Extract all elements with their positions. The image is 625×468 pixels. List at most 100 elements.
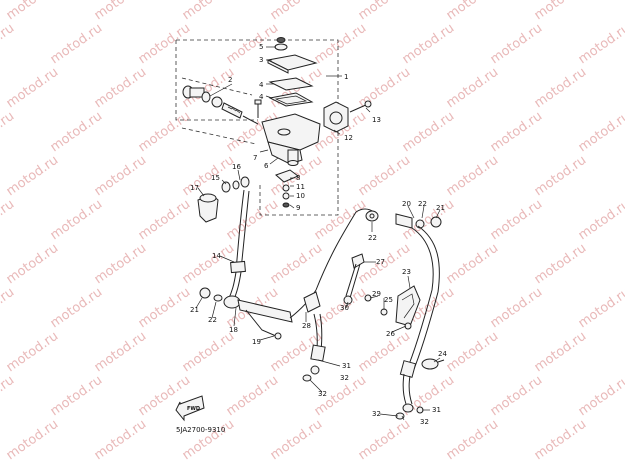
watermark-text: motod.ru	[532, 0, 589, 23]
piston-kit	[182, 85, 259, 125]
callout-11: 11	[296, 183, 305, 191]
master-cylinder-body	[261, 113, 321, 166]
callout-27: 27	[376, 258, 385, 266]
callout-21b: 21	[436, 204, 445, 212]
watermark-text: motod.ru	[356, 417, 413, 463]
callout-15: 15	[211, 174, 220, 182]
watermark-text: motod.ru	[180, 241, 237, 287]
callout-26: 26	[386, 330, 395, 338]
callout-31b: 31	[432, 406, 441, 414]
watermark-text: motod.ru	[4, 241, 61, 287]
leader-lines	[195, 46, 441, 421]
watermark-text: motod.ru	[488, 197, 545, 243]
callout-22c: 22	[418, 200, 427, 208]
watermark-text: motod.ru	[0, 197, 17, 243]
watermark-text: motod.ru	[0, 21, 17, 67]
callout-6: 6	[264, 162, 269, 170]
watermark-text: motod.ru	[488, 109, 545, 155]
watermark-text: motod.ru	[4, 0, 61, 23]
callout-9: 9	[296, 204, 300, 212]
watermark-text: motod.ru	[268, 0, 325, 23]
watermark-text: motod.ru	[224, 197, 281, 243]
callout-14: 14	[212, 252, 221, 260]
callout-20: 20	[402, 200, 411, 208]
watermark-text: motod.ru	[4, 153, 61, 199]
callout-22b: 22	[368, 234, 377, 242]
watermark-text: motod.ru	[268, 241, 325, 287]
watermark-text: motod.ru	[180, 0, 237, 23]
watermark-text: motod.ru	[488, 373, 545, 419]
watermark-text: motod.ru	[488, 21, 545, 67]
callout-17: 17	[190, 184, 199, 192]
callout-21a: 21	[190, 306, 199, 314]
assembly-boundary	[175, 39, 339, 216]
watermark-text: motod.ru	[444, 0, 501, 23]
watermark-text: motod.ru	[356, 0, 413, 23]
watermark-text: motod.ru	[444, 241, 501, 287]
callout-5: 5	[259, 43, 263, 51]
callout-32c: 32	[372, 410, 381, 418]
watermark-text: motod.ru	[532, 329, 589, 375]
callout-30: 30	[340, 304, 349, 312]
watermark-text: motod.ru	[268, 417, 325, 463]
watermark-text: motod.ru	[576, 21, 625, 67]
watermark-text: motod.ru	[444, 65, 501, 111]
watermark-text: motod.ru	[532, 65, 589, 111]
upper-banjo-fitting	[197, 176, 250, 223]
watermark-text: motod.ru	[532, 153, 589, 199]
watermark-text: motod.ru	[48, 285, 105, 331]
watermark-text: motod.ru	[312, 21, 369, 67]
callout-1: 1	[344, 73, 348, 81]
watermark-text: motod.ru	[0, 373, 17, 419]
fwd-label: FWD	[187, 406, 200, 412]
callout-23: 23	[402, 268, 411, 276]
handlebar-clamp	[323, 100, 372, 133]
watermark-text: motod.ru	[48, 109, 105, 155]
callout-32b: 32	[318, 390, 327, 398]
left-junction	[199, 287, 293, 340]
watermark-text: motod.ru	[92, 241, 149, 287]
watermark-text: motod.ru	[0, 285, 17, 331]
diagram-code: 5JA2700-9310	[176, 426, 225, 434]
watermark-text: motod.ru	[444, 329, 501, 375]
callout-4: 4	[259, 81, 264, 89]
callout-4b: 4	[259, 93, 264, 101]
watermark-text: motod.ru	[356, 65, 413, 111]
callout-3: 3	[259, 56, 263, 64]
callout-16: 16	[232, 163, 241, 171]
watermark-text: motod.ru	[444, 153, 501, 199]
watermark-text: motod.ru	[136, 109, 193, 155]
watermark-text: motod.ru	[4, 329, 61, 375]
callout-10: 10	[296, 192, 305, 200]
right-junction	[365, 210, 442, 293]
watermark-text: motod.ru	[48, 21, 105, 67]
watermark-text: motod.ru	[4, 417, 61, 463]
watermark-text: motod.ru	[180, 329, 237, 375]
callout-8: 8	[296, 174, 300, 182]
watermark-text: motod.ru	[224, 373, 281, 419]
hose-bracket	[343, 253, 372, 305]
callout-19: 19	[252, 338, 261, 346]
watermark-text: motod.ru	[92, 329, 149, 375]
caliper-bracket	[380, 285, 421, 330]
watermark-text: motod.ru	[48, 197, 105, 243]
watermark-text: motod.ru	[576, 285, 625, 331]
watermark-text: motod.ru	[92, 417, 149, 463]
fwd-arrow-icon: FWD	[175, 395, 205, 422]
callout-28: 28	[302, 322, 311, 330]
callout-29: 29	[372, 290, 381, 298]
callout-25: 25	[384, 296, 393, 304]
callout-labels: 5 3 4 4 1 2 7 6 8 11 10 9 12 13 15 16 17…	[190, 43, 447, 426]
watermark-text: motod.ru	[576, 373, 625, 419]
watermark-text: motod.ru	[48, 373, 105, 419]
watermark-text: motod.ru	[312, 197, 369, 243]
watermark-text: motod.ru	[136, 21, 193, 67]
watermark-text: motod.ru	[92, 65, 149, 111]
callout-24: 24	[438, 350, 447, 358]
callout-18: 18	[229, 326, 238, 334]
watermark-text: motod.ru	[356, 153, 413, 199]
brake-switch-hardware	[275, 169, 299, 208]
